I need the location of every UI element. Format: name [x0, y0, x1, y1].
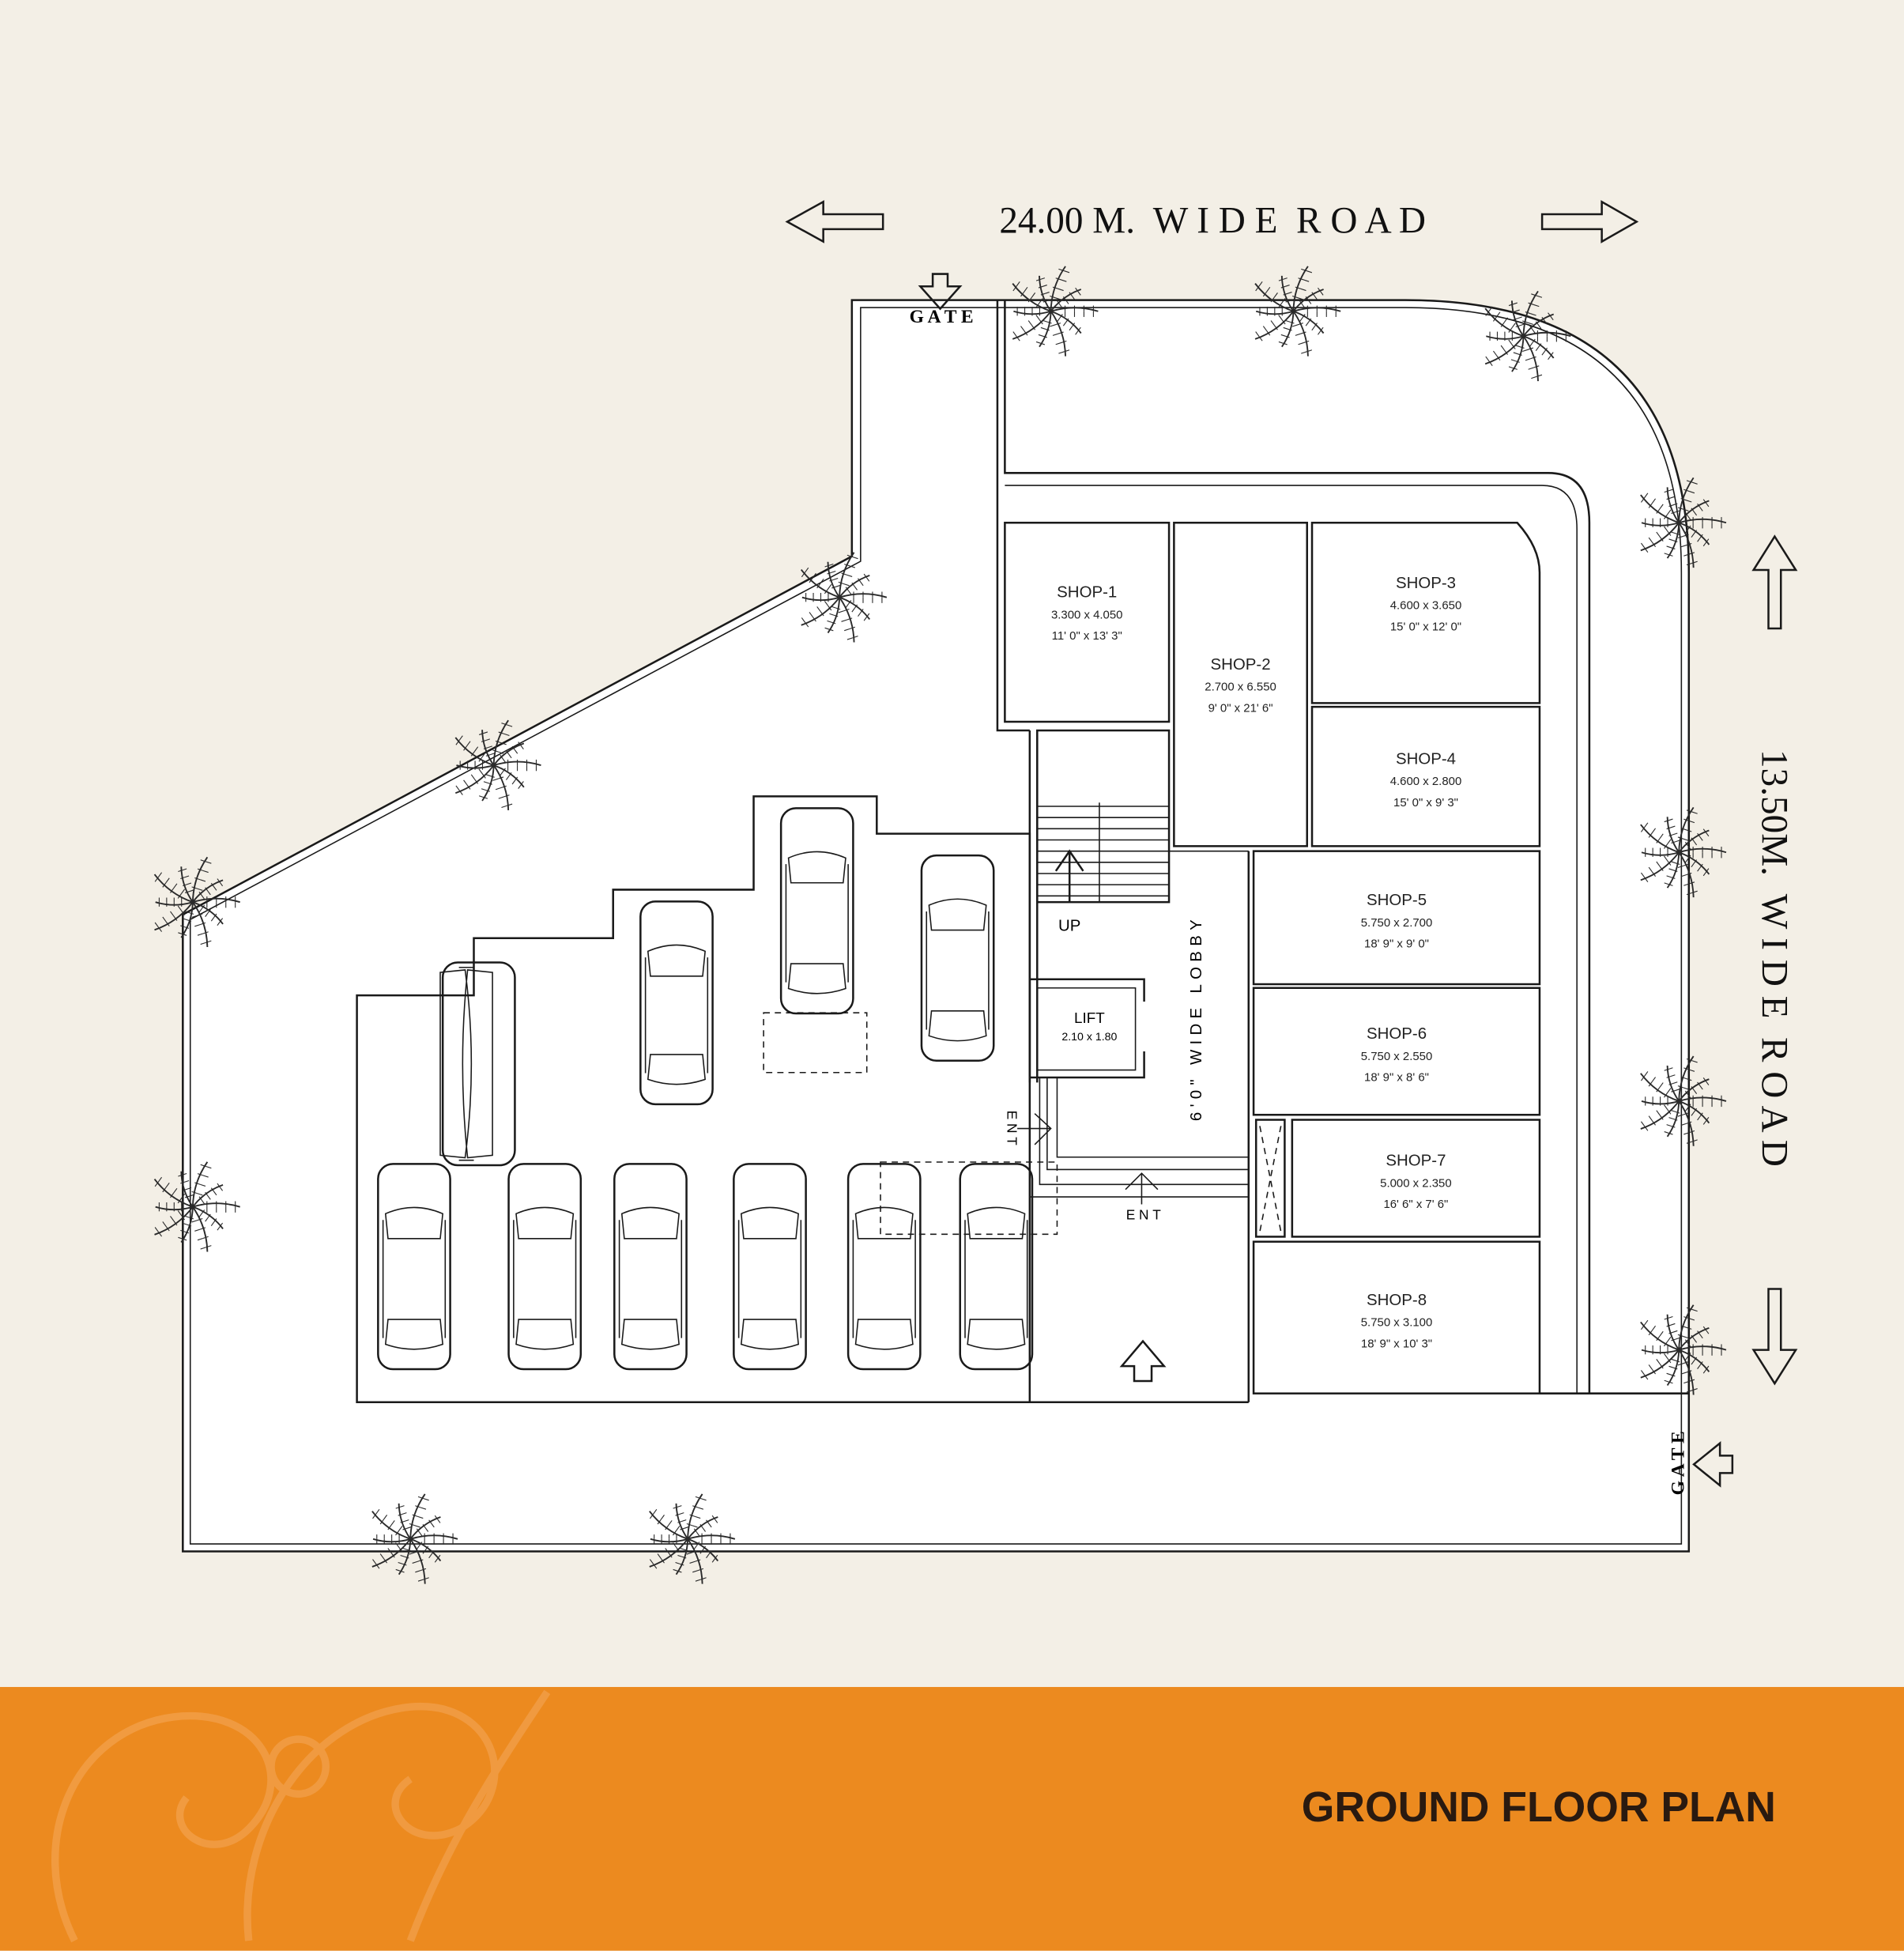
- shop-4[interactable]: SHOP-4 4.600 x 2.800 15' 0" x 9' 3": [1310, 705, 1541, 847]
- shop-imperial: 9' 0" x 21' 6": [1208, 701, 1273, 715]
- shop-metric: 5.000 x 2.350: [1380, 1176, 1452, 1190]
- shop-6[interactable]: SHOP-6 5.750 x 2.550 18' 9" x 8' 6": [1252, 987, 1541, 1116]
- shop-metric: 3.300 x 4.050: [1051, 608, 1123, 621]
- right-gate-arrow-icon: [1692, 1440, 1734, 1488]
- staircase[interactable]: [1036, 729, 1171, 904]
- duct: [1254, 1119, 1286, 1238]
- parked-car: [959, 1163, 1034, 1371]
- shop-imperial: 18' 9" x 8' 6": [1364, 1071, 1429, 1085]
- shop-metric: 2.700 x 6.550: [1205, 681, 1276, 694]
- right-gate-label: G A T E: [1668, 1431, 1688, 1495]
- plan-title: GROUND FLOOR PLAN: [1302, 1784, 1776, 1831]
- parked-car: [920, 854, 995, 1062]
- palm-tree-icon: [454, 719, 541, 810]
- shop-imperial: 18' 9" x 9' 0": [1364, 938, 1429, 951]
- stair-up-label: UP: [1058, 916, 1080, 934]
- parked-car: [846, 1163, 922, 1371]
- shop-metric: 5.750 x 3.100: [1361, 1316, 1433, 1330]
- palm-tree-icon: [1484, 290, 1571, 382]
- footer-band: [0, 1687, 1904, 1951]
- plot-boundary: [182, 299, 1691, 1553]
- top-gate-label: G A T E: [910, 307, 974, 327]
- top-road-label: 24.00 M. W I D E R O A D: [999, 201, 1426, 242]
- shop-8[interactable]: SHOP-8 5.750 x 3.100 18' 9" x 10' 3": [1252, 1240, 1541, 1394]
- shop-imperial: 15' 0" x 12' 0": [1390, 620, 1461, 633]
- lobby-label: 6'0" WIDE LOBBY: [1187, 915, 1205, 1121]
- shop-2[interactable]: SHOP-2 2.700 x 6.550 9' 0" x 21' 6": [1173, 521, 1308, 847]
- top-gate-arrow-icon: [918, 273, 963, 311]
- vehicle-entry-arrow-icon: [1119, 1339, 1167, 1383]
- shop-name: SHOP-7: [1386, 1152, 1446, 1170]
- side-entrance-arrow-icon: [1017, 1113, 1052, 1145]
- shop-name: SHOP-3: [1396, 574, 1456, 592]
- parked-car: [639, 900, 714, 1106]
- palm-tree-icon: [1640, 1304, 1727, 1395]
- parked-car: [507, 1163, 583, 1371]
- decorative-swirl: [51, 1689, 551, 1943]
- shop-name: SHOP-5: [1367, 891, 1427, 909]
- shop-1[interactable]: SHOP-1 3.300 x 4.050 11' 0" x 13' 3": [1004, 521, 1171, 723]
- palm-tree-icon: [153, 1161, 240, 1252]
- lift[interactable]: [1028, 978, 1145, 1079]
- shop-metric: 5.750 x 2.700: [1361, 916, 1433, 930]
- lift-size: 2.10 x 1.80: [1061, 1031, 1117, 1043]
- shop-metric: 4.600 x 2.800: [1390, 775, 1462, 788]
- palm-tree-icon: [371, 1493, 458, 1584]
- side-entrance-label: ENT: [1005, 1111, 1020, 1149]
- right-arrow-icon: [1540, 200, 1639, 243]
- up-arrow-icon: [1751, 534, 1798, 630]
- shop-name: SHOP-4: [1396, 750, 1456, 768]
- shop-3[interactable]: SHOP-3 4.600 x 3.650 15' 0" x 12' 0": [1310, 521, 1541, 704]
- bottom-entrance-arrow-icon: [1125, 1172, 1159, 1205]
- shop-name: SHOP-8: [1367, 1291, 1427, 1309]
- parked-car: [377, 1163, 451, 1371]
- palm-tree-icon: [800, 552, 888, 643]
- shop-imperial: 15' 0" x 9' 3": [1393, 796, 1458, 809]
- left-arrow-icon: [785, 200, 884, 243]
- palm-tree-icon: [1640, 1055, 1727, 1146]
- parked-car: [733, 1163, 807, 1371]
- parked-car: [779, 807, 854, 1015]
- palm-tree-icon: [1012, 266, 1099, 357]
- parked-car: [439, 961, 516, 1167]
- palm-tree-icon: [1254, 266, 1341, 357]
- bottom-entrance-label: ENT: [1126, 1206, 1165, 1222]
- shop-metric: 5.750 x 2.550: [1361, 1050, 1433, 1063]
- shop-imperial: 18' 9" x 10' 3": [1361, 1337, 1432, 1350]
- down-arrow-icon: [1751, 1288, 1798, 1386]
- palm-tree-icon: [153, 856, 240, 948]
- shop-imperial: 16' 6" x 7' 6": [1383, 1198, 1448, 1211]
- right-road-label: 13.50M. W I D E R O A D: [1754, 749, 1795, 1167]
- shop-metric: 4.600 x 3.650: [1390, 599, 1462, 613]
- shop-7[interactable]: SHOP-7 5.000 x 2.350 16' 6" x 7' 6": [1291, 1119, 1541, 1238]
- palm-tree-icon: [649, 1493, 736, 1584]
- shop-name: SHOP-1: [1057, 583, 1117, 602]
- shop-name: SHOP-2: [1211, 655, 1271, 674]
- parked-car: [613, 1163, 688, 1371]
- palm-tree-icon: [1640, 806, 1727, 898]
- shop-5[interactable]: SHOP-5 5.750 x 2.700 18' 9" x 9' 0": [1252, 850, 1541, 986]
- shop-imperial: 11' 0" x 13' 3": [1052, 629, 1122, 643]
- lift-label: LIFT: [1074, 1010, 1105, 1027]
- shop-name: SHOP-6: [1367, 1025, 1427, 1043]
- palm-tree-icon: [1640, 477, 1727, 568]
